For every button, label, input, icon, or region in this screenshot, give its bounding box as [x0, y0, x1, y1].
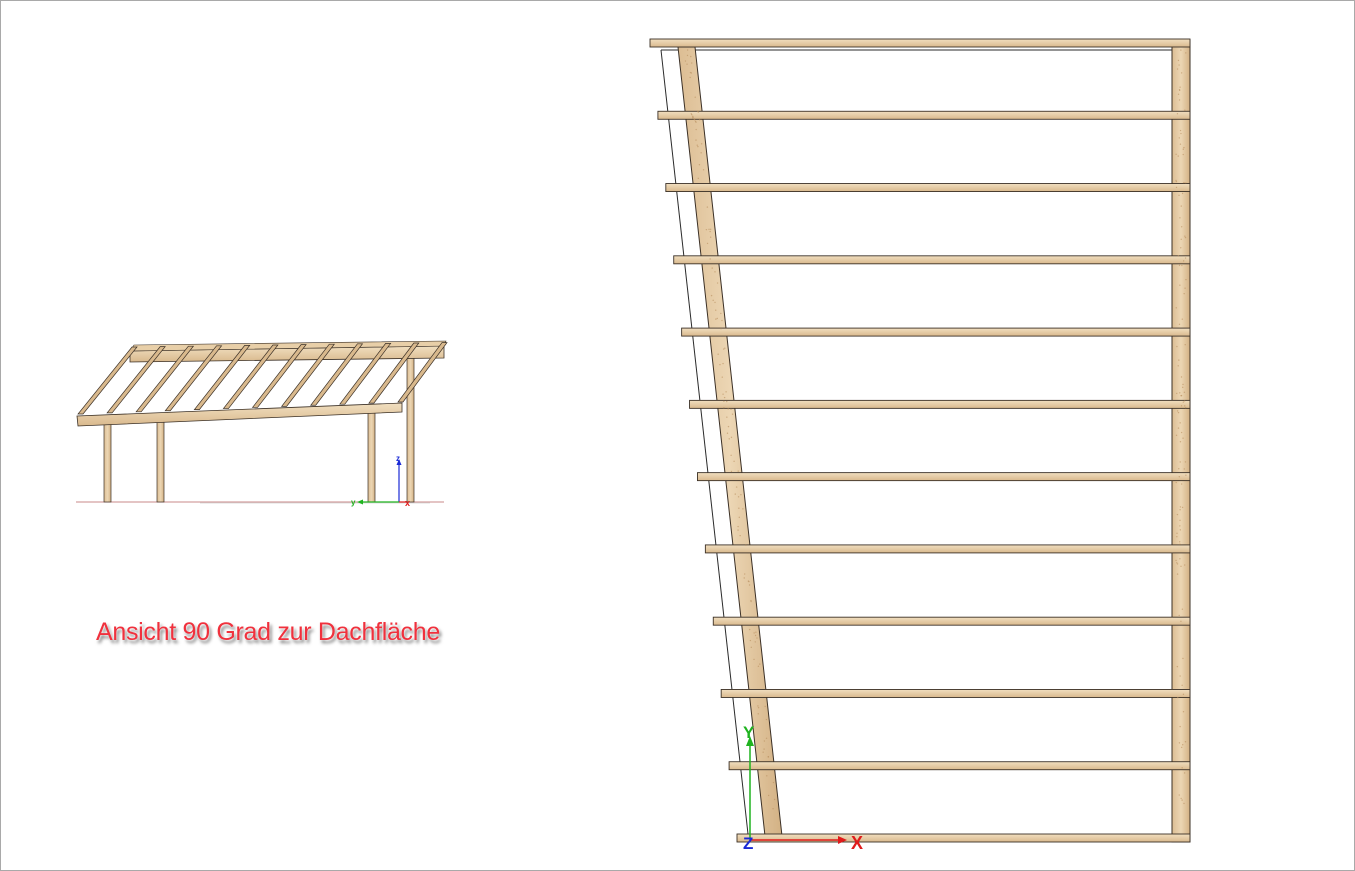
roof-batten: [712, 616, 1191, 626]
carport-rafter: [251, 344, 307, 408]
carport-rafter: [222, 344, 279, 409]
roof-batten: [681, 327, 1191, 337]
roof-plane-view: Y X Z: [649, 38, 1191, 853]
front-beam: [76, 402, 403, 427]
large-axis-x-label: X: [851, 833, 863, 853]
carport-post: [103, 423, 112, 503]
carport-rafter: [106, 346, 166, 414]
carport-rafter: [193, 345, 251, 410]
small-axis-x-label: x: [405, 498, 410, 508]
carport-rafter: [397, 342, 448, 403]
left-rafter-slanted: [677, 46, 783, 837]
wood-grain: [684, 49, 1187, 810]
roof-batten: [673, 255, 1191, 265]
large-axis-z-label: Z: [743, 834, 753, 853]
small-axes-gizmo: z y x: [351, 454, 410, 508]
carport-rafter: [164, 345, 223, 412]
roof-batten: [728, 761, 1191, 771]
carport-rafter: [310, 343, 364, 406]
carport-rafter: [135, 345, 195, 413]
carport-post: [406, 355, 415, 503]
large-axis-y-label: Y: [743, 723, 755, 742]
carport-post: [367, 407, 376, 503]
carport-3d-view: z y x: [76, 340, 448, 508]
small-axis-z-label: z: [396, 454, 400, 463]
rafter-outline-edge: [660, 49, 749, 835]
large-axes-gizmo: Y X Z: [743, 723, 863, 853]
roof-batten: [736, 833, 1191, 843]
view-caption: Ansicht 90 Grad zur Dachfläche: [96, 618, 440, 646]
carport-rafter: [368, 342, 420, 404]
carport-rafter: [280, 343, 335, 407]
roof-batten: [657, 110, 1191, 120]
small-axis-y-label: y: [351, 498, 356, 507]
carport-post: [156, 417, 165, 503]
roof-batten: [704, 544, 1191, 554]
right-rafter: [1171, 39, 1191, 843]
carport-rafter: [77, 346, 138, 415]
roof-batten: [697, 472, 1191, 482]
roof-batten: [649, 38, 1191, 48]
roof-batten: [665, 183, 1191, 192]
roof-batten: [720, 689, 1191, 698]
roof-batten: [689, 399, 1191, 409]
carport-rafter: [339, 343, 392, 405]
